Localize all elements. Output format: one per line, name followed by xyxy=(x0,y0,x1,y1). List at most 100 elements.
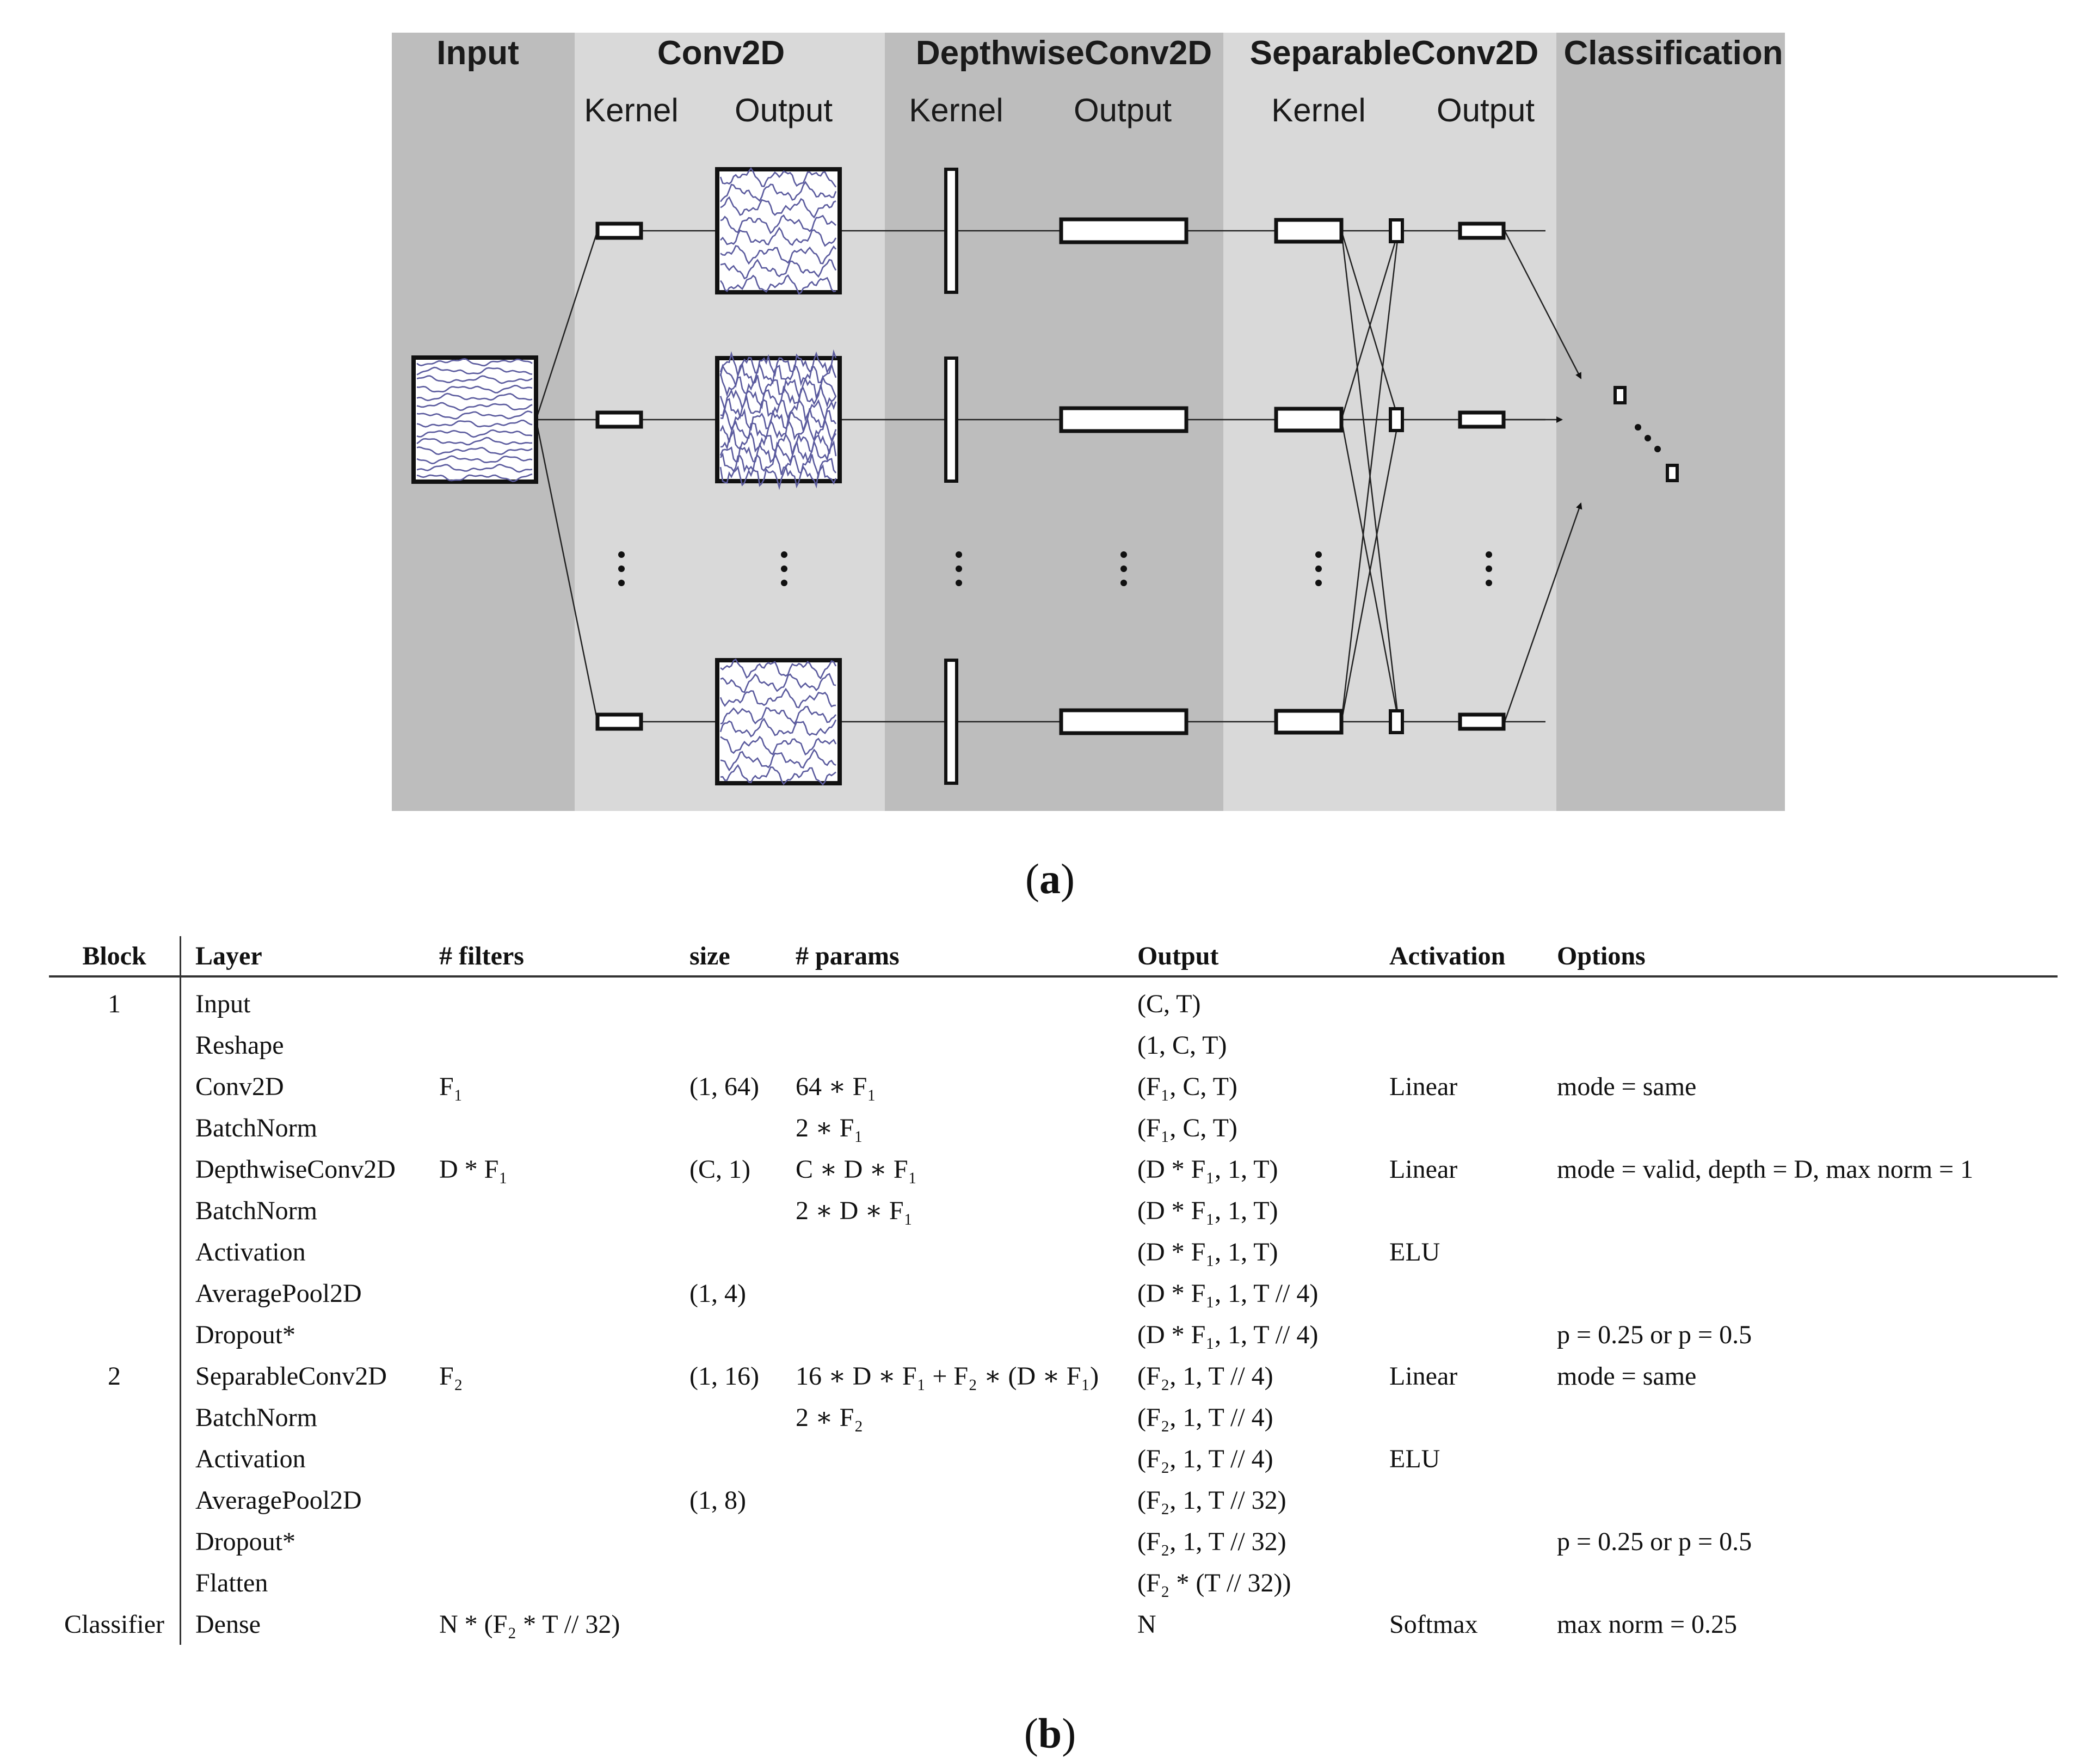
signal-trace xyxy=(416,410,533,420)
signal-trace xyxy=(719,373,837,399)
cell-filters: F₂ xyxy=(439,1361,463,1391)
separable-kernel-2 xyxy=(1274,709,1344,735)
cross-line-2-1 xyxy=(1340,419,1400,722)
cell-options: max norm = 0.25 xyxy=(1557,1609,1738,1639)
cell-filters xyxy=(439,1438,689,1479)
cell-layer: Activation xyxy=(195,1444,306,1473)
signal-trace xyxy=(719,687,836,709)
cell-activation xyxy=(1389,1273,1557,1314)
cell-block xyxy=(49,1314,181,1355)
pointwise-kernel-0 xyxy=(1389,218,1404,243)
signal-trace xyxy=(416,366,533,376)
cell-output: (F₂, 1, T // 32) xyxy=(1137,1527,1286,1556)
caption-a: (a) xyxy=(1025,855,1075,902)
cell-filters: D * F₁ xyxy=(439,1154,508,1184)
cell-options: p = 0.25 or p = 0.5 xyxy=(1557,1320,1752,1349)
depthwise-output-2 xyxy=(1059,708,1188,735)
cell-size xyxy=(689,1562,796,1603)
cell-options: mode = same xyxy=(1557,1361,1697,1391)
cell-size xyxy=(689,1107,796,1148)
cell-size xyxy=(689,1231,796,1273)
depthwise-kernel-2 xyxy=(944,659,958,785)
class-output-last xyxy=(1666,464,1679,482)
cell-output: (F₂, 1, T // 4) xyxy=(1137,1361,1273,1391)
depthwise-kernel-1 xyxy=(944,357,958,483)
cell-output: (D * F₁, 1, T) xyxy=(1137,1237,1278,1267)
cell-options xyxy=(1557,1107,2058,1148)
cell-options: mode = same xyxy=(1557,1072,1697,1101)
table-row: Reshape(1, C, T) xyxy=(49,1024,2058,1066)
caption-a-label: a xyxy=(1039,855,1061,902)
signal-trace xyxy=(720,245,836,265)
separable-output-0 xyxy=(1458,222,1506,240)
cell-activation: Softmax xyxy=(1389,1609,1478,1639)
signal-trace xyxy=(720,259,837,280)
cell-activation xyxy=(1389,1562,1557,1603)
cell-params: 16 ∗ D ∗ F₁ + F₂ ∗ (D ∗ F₁) xyxy=(796,1362,1099,1391)
conv2d-kernel-2 xyxy=(595,712,643,731)
cell-activation xyxy=(1389,1314,1557,1355)
cell-block xyxy=(49,1190,181,1231)
cell-layer: BatchNorm xyxy=(195,1403,317,1432)
ellipsis-5 xyxy=(1486,551,1492,586)
header-output: Output xyxy=(1137,936,1389,978)
cell-params xyxy=(796,1562,1137,1603)
cell-layer: SeparableConv2D xyxy=(195,1361,387,1391)
cell-filters xyxy=(439,1479,689,1521)
cell-filters xyxy=(439,1190,689,1231)
cell-params xyxy=(796,1438,1137,1479)
cell-layer: Input xyxy=(195,989,251,1018)
ellipsis-dot xyxy=(618,551,625,558)
header-activation: Activation xyxy=(1389,936,1557,978)
conv2d-kernel-0 xyxy=(595,222,643,240)
separable-output-2 xyxy=(1458,712,1506,731)
separable-kernel-0 xyxy=(1274,218,1344,244)
cell-output: (F₂, 1, T // 4) xyxy=(1137,1444,1273,1473)
signal-trace xyxy=(416,473,533,482)
cell-activation: Linear xyxy=(1389,1154,1458,1184)
caption-b-label: b xyxy=(1038,1710,1062,1757)
input-to-kernel-line-2 xyxy=(535,419,599,722)
class-dot xyxy=(1645,435,1651,441)
depthwise-output-0 xyxy=(1059,217,1188,244)
signal-trace xyxy=(719,167,837,188)
cell-size xyxy=(689,976,796,1024)
header-options: Options xyxy=(1557,936,2058,978)
cell-filters xyxy=(439,1314,689,1355)
cell-options: mode = valid, depth = D, max norm = 1 xyxy=(1557,1154,1974,1184)
cell-output: (C, T) xyxy=(1137,989,1201,1018)
cell-params: 2 ∗ F₂ xyxy=(796,1403,864,1432)
cell-layer: Activation xyxy=(195,1237,306,1267)
signal-trace xyxy=(720,673,836,693)
cell-block xyxy=(49,1562,181,1603)
cell-options xyxy=(1557,1190,2058,1231)
cell-output: (D * F₁, 1, T // 4) xyxy=(1137,1279,1319,1308)
cell-block xyxy=(49,1273,181,1314)
cell-block xyxy=(49,1438,181,1479)
cell-output: (D * F₁, 1, T) xyxy=(1137,1154,1278,1184)
cell-block: 2 xyxy=(49,1355,181,1397)
ellipsis-dot xyxy=(956,580,962,586)
input-to-kernel-line-0 xyxy=(535,230,599,420)
cell-size xyxy=(689,1397,796,1438)
signal-trace xyxy=(720,408,837,433)
ellipsis-dot xyxy=(1120,580,1127,586)
signal-trace xyxy=(719,349,837,377)
cell-layer: BatchNorm xyxy=(195,1196,317,1225)
cell-params: C ∗ D ∗ F₁ xyxy=(796,1155,917,1184)
caption-b: (b) xyxy=(1024,1710,1076,1757)
cell-activation xyxy=(1389,1107,1557,1148)
diagram-shapes xyxy=(411,167,1679,786)
conv2d-output-label: Output xyxy=(734,92,833,128)
cell-layer: Reshape xyxy=(195,1030,284,1060)
table-row: Flatten(F₂ * (T // 32)) xyxy=(49,1562,2058,1603)
ellipsis-dot xyxy=(781,566,787,572)
cell-activation: Linear xyxy=(1389,1072,1458,1101)
column-title-conv2d: Conv2D xyxy=(657,34,785,72)
signal-trace xyxy=(719,439,837,464)
ellipsis-dot xyxy=(1315,551,1322,558)
cell-size: (C, 1) xyxy=(689,1154,750,1184)
